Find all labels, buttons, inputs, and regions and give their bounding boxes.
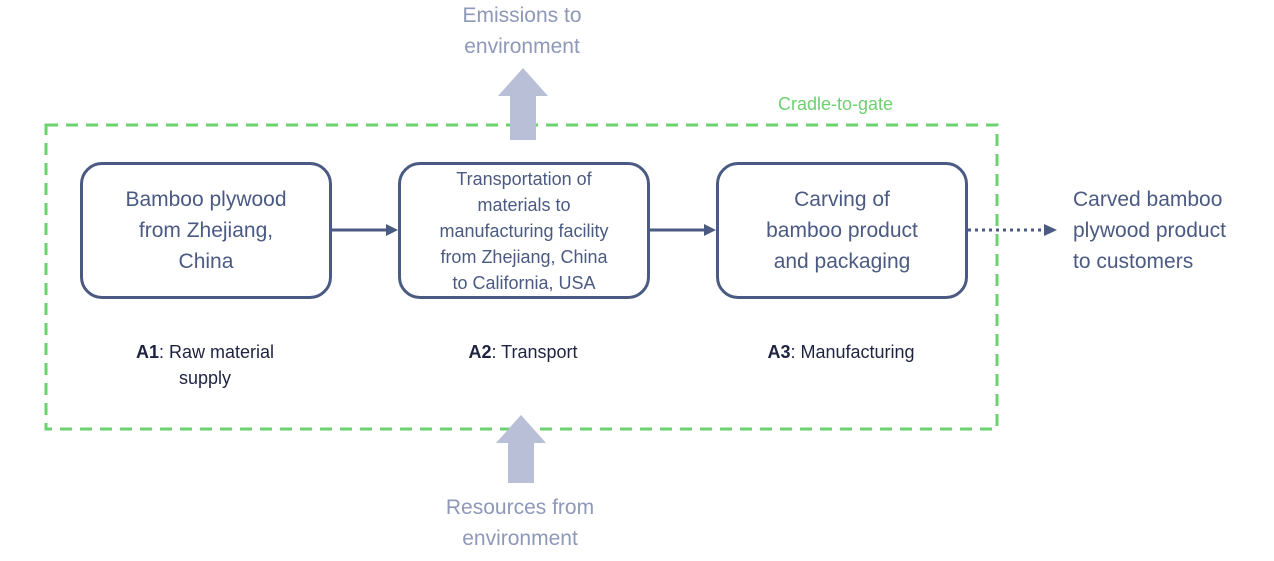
resources-label: Resources from environment xyxy=(445,496,595,550)
stage-desc: : Manufacturing xyxy=(790,342,915,362)
stage-label-a3: A3: Manufacturing xyxy=(716,339,966,365)
process-box-text: Bamboo plywood from Zhejiang, China xyxy=(125,188,287,273)
process-box-transport: Transportation of materials to manufactu… xyxy=(398,162,650,299)
emissions-label: Emissions to environment xyxy=(462,4,582,58)
flow-arrow-a1-a2 xyxy=(332,224,398,236)
stage-label-a2: A2: Transport xyxy=(398,339,648,365)
process-box-manufacturing: Carving of bamboo product and packaging xyxy=(716,162,968,299)
stage-code: A1 xyxy=(135,342,159,362)
output-label: Carved bamboo plywood product to custome… xyxy=(1073,188,1226,273)
output-dotted-arrow xyxy=(968,224,1057,236)
resources-arrow xyxy=(496,415,546,483)
process-box-text: Transportation of materials to manufactu… xyxy=(439,168,609,293)
boundary-label: Cradle-to-gate xyxy=(778,94,894,114)
stage-code: A2 xyxy=(468,342,492,362)
process-box-raw-material: Bamboo plywood from Zhejiang, China xyxy=(80,162,332,299)
stage-desc: : Raw material supply xyxy=(158,342,275,388)
emissions-arrow xyxy=(498,68,548,140)
stage-label-a1: A1: Raw material supply xyxy=(80,339,330,391)
stage-code: A3 xyxy=(767,342,791,362)
stage-desc: : Transport xyxy=(491,342,578,362)
flow-arrow-a2-a3 xyxy=(650,224,716,236)
process-box-text: Carving of bamboo product and packaging xyxy=(766,188,918,273)
